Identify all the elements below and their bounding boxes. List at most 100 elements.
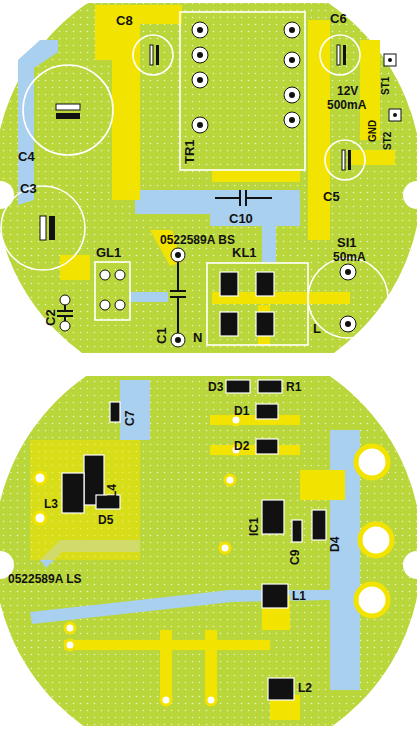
solder-pad — [340, 264, 356, 280]
terminal-block — [256, 272, 274, 296]
copper-trace-yellow — [212, 170, 300, 182]
rating-note: 12V — [337, 85, 358, 97]
capacitor-symbol — [57, 190, 272, 340]
electrolytic-capacitor-symbol — [343, 45, 346, 65]
pad-hole — [289, 27, 295, 33]
copper-trace-yellow — [30, 440, 140, 560]
part-name: C3 — [20, 182, 37, 195]
via-pad — [34, 415, 241, 705]
solder-pad — [60, 22, 401, 347]
solder-side-board — [0, 376, 417, 726]
part-name: R1 — [286, 381, 301, 393]
capacitor-symbol — [246, 197, 272, 199]
silkscreen-outline — [325, 140, 365, 180]
pad-hole — [289, 57, 295, 63]
solder-pad — [340, 316, 356, 332]
large-pad — [356, 446, 392, 616]
terminal-name: N — [193, 331, 202, 344]
via-pad — [65, 640, 75, 650]
part-name: C9 — [289, 550, 301, 565]
copper-trace-yellow — [95, 5, 182, 200]
pad-hole — [197, 52, 203, 58]
solder-pad — [389, 109, 401, 121]
smd-component — [62, 473, 84, 513]
copper-trace-blue — [262, 222, 276, 262]
smd-component — [262, 500, 284, 534]
part-name: L2 — [298, 682, 312, 694]
large-pad — [360, 524, 392, 556]
electrolytic-capacitor-symbol — [150, 45, 153, 65]
smd-component — [62, 380, 326, 700]
pad-hole — [175, 337, 181, 343]
capacitor-symbol — [170, 290, 186, 292]
pad-hole — [345, 321, 351, 327]
solder-pad — [384, 54, 396, 66]
solder-pad — [284, 112, 300, 128]
pad-hole — [388, 58, 392, 62]
via-pad — [34, 472, 46, 484]
pad-hole — [175, 27, 397, 343]
solder-pad — [284, 22, 300, 38]
board-id: 0522589A BS — [160, 234, 235, 246]
solder-pad — [115, 270, 125, 280]
pad-hole — [197, 27, 203, 33]
pad-hole — [345, 269, 351, 275]
via-pad — [220, 543, 230, 553]
part-name: IC1 — [248, 517, 260, 536]
copper-trace-yellow — [210, 415, 300, 425]
smd-component — [292, 520, 302, 542]
terminal-name: L — [313, 322, 321, 335]
silkscreen-outline — [1, 12, 388, 345]
via-pad — [225, 475, 235, 485]
part-name: D2 — [234, 440, 249, 452]
solder-pad — [192, 47, 208, 63]
electrolytic-capacitor-symbol — [40, 45, 351, 240]
part-name: L4 — [106, 484, 118, 498]
part-name: GL1 — [96, 246, 121, 259]
via-pad — [161, 695, 171, 705]
solder-pad — [192, 72, 208, 88]
electrolytic-capacitor-symbol — [337, 45, 340, 65]
rating-note: 500mA — [327, 99, 366, 111]
board-notch — [403, 551, 417, 579]
copper-trace-yellow — [300, 470, 345, 500]
solder-side-board — [0, 376, 417, 726]
solder-pad — [192, 117, 208, 133]
electrolytic-capacitor-symbol — [56, 104, 80, 110]
terminal-block — [220, 272, 238, 296]
smd-component — [268, 678, 294, 700]
terminal-block — [256, 312, 274, 336]
board-notch — [0, 181, 14, 209]
solder-pad — [171, 333, 185, 347]
copper-trace-yellow — [60, 5, 395, 345]
smd-component — [256, 439, 278, 454]
pad-hole — [289, 92, 295, 98]
electrolytic-capacitor-symbol — [40, 216, 46, 240]
solder-pad — [171, 248, 185, 262]
solder-side-board — [0, 376, 417, 726]
connector-name: ST2 — [383, 132, 393, 150]
part-name: C5 — [323, 190, 340, 203]
electrolytic-capacitor-symbol — [56, 113, 80, 119]
part-name: C2 — [44, 309, 57, 326]
component-side-board — [0, 3, 417, 353]
smd-component — [262, 584, 288, 608]
copper-trace-yellow — [205, 630, 217, 700]
solder-pad — [60, 295, 70, 305]
copper-trace-yellow — [60, 255, 90, 280]
via-pad — [65, 623, 75, 633]
part-name: D5 — [98, 514, 113, 526]
solder-pad — [100, 300, 110, 310]
smd-component — [110, 402, 120, 422]
part-name: C4 — [18, 150, 35, 163]
pad-hole — [197, 122, 203, 128]
capacitor-symbol — [215, 197, 240, 199]
part-name: SI1 — [337, 236, 357, 249]
connector-name: GND — [368, 120, 378, 142]
solder-pad — [115, 300, 125, 310]
part-name: D4 — [329, 537, 341, 552]
board-id: 0522589A LS — [8, 573, 82, 585]
pad-hole — [289, 117, 295, 123]
copper-trace-blue — [130, 292, 168, 302]
